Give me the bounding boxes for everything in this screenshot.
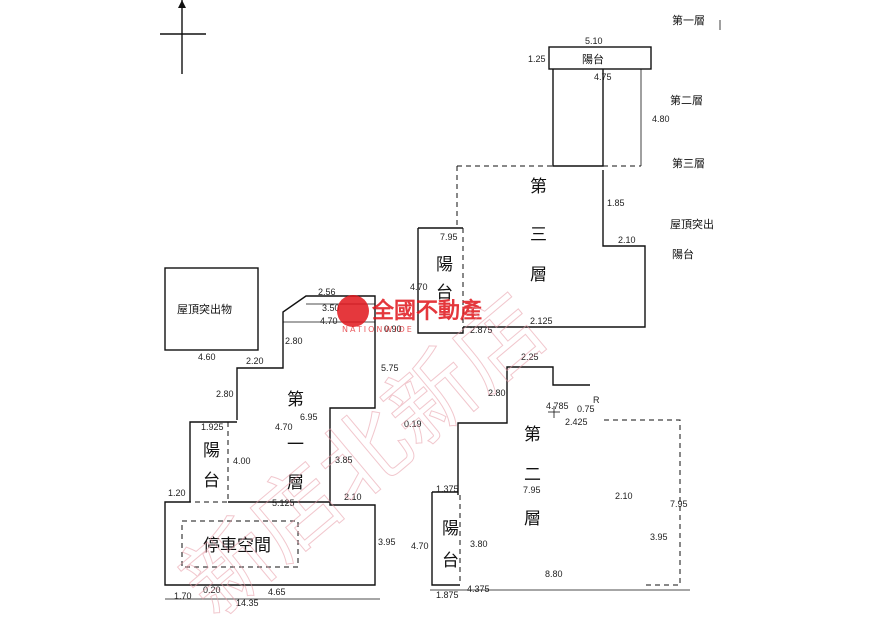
roof-structure: 屋頂突出物: [164, 267, 259, 351]
dim-2.875: 2.875: [470, 325, 493, 335]
second-floor-char-1: 第: [524, 425, 541, 445]
dim-7.95-c: 7.95: [670, 499, 688, 509]
dim-4.785: 4.785: [546, 401, 569, 411]
dim-2.20: 2.20: [246, 356, 264, 366]
dim-0.20: 0.20: [203, 585, 221, 595]
dim-R: R: [593, 395, 600, 405]
dim-1.85: 1.85: [607, 198, 625, 208]
second-balcony-char-1: 陽: [442, 519, 459, 539]
legend-balcony: 陽台: [672, 247, 694, 261]
dim-4.70-a: 4.70: [410, 282, 428, 292]
parking-label: 停車空間: [203, 536, 271, 556]
dim-2.56: 2.56: [318, 287, 336, 297]
dim-2.80-a: 2.80: [285, 336, 303, 346]
first-floor-char-1: 第: [287, 390, 304, 410]
dim-2.80-b: 2.80: [216, 389, 234, 399]
dim-0.75: 0.75: [577, 404, 595, 414]
dim-0.19: 0.19: [404, 419, 422, 429]
third-floor-char-3: 層: [530, 265, 547, 285]
compass-icon: [160, 0, 206, 74]
dim-1.875: 1.875: [436, 590, 459, 600]
dim-5.125: 5.125: [272, 498, 295, 508]
dim-4.00: 4.00: [233, 456, 251, 466]
first-balcony-char-1: 陽: [203, 441, 220, 461]
legend-floor1: 第一層: [672, 13, 705, 27]
dim-3.85: 3.85: [335, 455, 353, 465]
dim-1.25-top: 1.25: [528, 54, 546, 64]
second-balcony-char-2: 台: [442, 551, 459, 571]
second-floor-plan: 第 二 層 陽 台: [431, 366, 681, 586]
dim-1.375: 1.375: [436, 484, 459, 494]
brand-logo-icon: [337, 295, 369, 327]
dim-7.95-b: 7.95: [523, 485, 541, 495]
watermark: 全國不動產 NATIONWIDE 新店北新店: [162, 274, 566, 623]
third-floor-char-2: 三: [530, 225, 547, 245]
dim-5.10: 5.10: [585, 36, 603, 46]
dim-4.70-b: 4.70: [320, 316, 338, 326]
dim-3.95-a: 3.95: [378, 537, 396, 547]
brand-name: 全國不動產: [371, 298, 482, 324]
legend-roof: 屋頂突出: [670, 217, 714, 231]
dim-4.75-top: 4.75: [594, 72, 612, 82]
second-floor-char-2: 二: [524, 465, 541, 485]
dim-4.375: 4.375: [467, 584, 490, 594]
dim-6.95: 6.95: [300, 412, 318, 422]
dim-4.80: 4.80: [652, 114, 670, 124]
dim-3.95-b: 3.95: [650, 532, 668, 542]
dim-2.10-b: 2.10: [615, 491, 633, 501]
third-balcony-char-1: 陽: [436, 255, 453, 275]
roof-structure-label: 屋頂突出物: [177, 302, 232, 316]
dim-1.70: 1.70: [174, 591, 192, 601]
brand-name-en: NATIONWIDE: [342, 325, 414, 334]
dim-2.25: 2.25: [521, 352, 539, 362]
dim-1.20: 1.20: [168, 488, 186, 498]
third-floor-char-1: 第: [530, 177, 547, 197]
dim-2.80-c: 2.80: [488, 388, 506, 398]
dim-14.35: 14.35: [236, 598, 259, 608]
dim-5.75: 5.75: [381, 363, 399, 373]
dim-3.80: 3.80: [470, 539, 488, 549]
third-balcony-label: 陽台: [582, 52, 604, 66]
dim-7.95: 7.95: [440, 232, 458, 242]
first-floor-char-2: 一: [287, 435, 304, 455]
dim-8.80: 8.80: [545, 569, 563, 579]
dim-4.70-d: 4.70: [411, 541, 429, 551]
dim-4.65: 4.65: [268, 587, 286, 597]
legend-floor2: 第二層: [670, 93, 703, 107]
legend-floor3: 第三層: [672, 156, 705, 170]
dim-4.70-c: 4.70: [275, 422, 293, 432]
dim-2.10-a: 2.10: [344, 492, 362, 502]
dim-1.925: 1.925: [201, 422, 224, 432]
first-floor-char-3: 層: [287, 473, 304, 493]
dim-0.90: 0.90: [384, 324, 402, 334]
third-balcony-char-2: 台: [436, 283, 453, 303]
second-floor-char-3: 層: [524, 509, 541, 529]
dim-2.425: 2.425: [565, 417, 588, 427]
dim-4.60: 4.60: [198, 352, 216, 362]
first-balcony-char-2: 台: [203, 471, 220, 491]
dim-2.125: 2.125: [530, 316, 553, 326]
dim-2.10-r: 2.10: [618, 235, 636, 245]
dim-3.50: 3.50: [322, 303, 340, 313]
third-floor-plan: 陽台 第 三 層 陽 台: [417, 46, 652, 334]
